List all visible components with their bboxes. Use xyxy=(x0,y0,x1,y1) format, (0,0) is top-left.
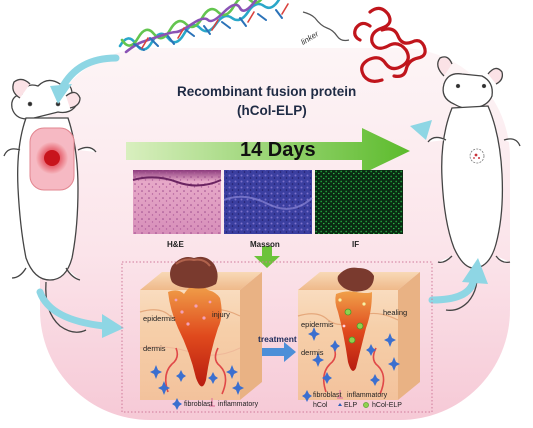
down-arrow xyxy=(254,246,280,268)
vessels-healing xyxy=(322,347,385,395)
figure-subtitle: (hCol-ELP) xyxy=(237,103,307,118)
legend-right-hcol: hCol xyxy=(313,402,328,409)
mouse-right xyxy=(427,56,521,311)
healed-wound-right xyxy=(469,148,485,164)
legend-right-fibroblast: fibroblast xyxy=(313,392,342,399)
arrow-to-healed-mouse xyxy=(410,120,432,140)
legend-right-hcol-elp: hCol-ELP xyxy=(372,402,402,409)
wound-cavity-injury xyxy=(168,256,222,387)
histology-label-masson: Masson xyxy=(250,240,280,249)
histology-label-if: IF xyxy=(352,240,360,249)
histology-masson-image xyxy=(223,170,313,234)
histology-he-image xyxy=(132,170,222,234)
legend-icons-left xyxy=(172,398,215,410)
histology-label-he: H&E xyxy=(167,240,184,249)
legend-right-inflammatory: inflammatory xyxy=(347,392,388,399)
wound-model-frame xyxy=(121,261,433,413)
fibroblasts-healing xyxy=(308,327,400,386)
arrow-mouse-to-wound xyxy=(36,288,124,338)
fibroblasts-injury xyxy=(150,365,244,395)
legend-left-fibroblast: fibroblast xyxy=(184,401,213,408)
treatment-arrow xyxy=(262,342,296,362)
inflammatory-cells-injury xyxy=(174,298,212,326)
legend-left-inflammatory: inflammatory xyxy=(218,401,259,408)
label-dermis-left: dermis xyxy=(143,344,166,353)
label-epidermis-left: epidermis xyxy=(143,314,176,323)
linker-chain xyxy=(302,11,350,42)
timeline-arrow xyxy=(126,128,410,174)
figure-title: Recombinant fusion protein xyxy=(177,84,357,99)
label-dermis-right: dermis xyxy=(301,348,324,357)
hcol-elp-particles xyxy=(338,298,366,344)
histology-if-image xyxy=(315,170,403,234)
label-epidermis-right: epidermis xyxy=(301,320,334,329)
wound-cavity-healing xyxy=(335,267,374,371)
collagen-helix xyxy=(118,0,289,54)
vessels-injury xyxy=(164,347,227,395)
arrow-wound-to-mouse xyxy=(428,258,488,304)
treatment-label: treatment xyxy=(258,334,297,344)
wound-core xyxy=(44,150,60,166)
legend-right-elp: ELP xyxy=(344,402,358,409)
label-injury: injury xyxy=(212,310,230,319)
timeline-label: 14 Days xyxy=(240,139,316,161)
legend-icons-right xyxy=(302,390,369,408)
elp-coil xyxy=(353,6,427,83)
label-healing: healing xyxy=(383,308,408,317)
arrow-protein-to-mouse xyxy=(50,54,120,104)
